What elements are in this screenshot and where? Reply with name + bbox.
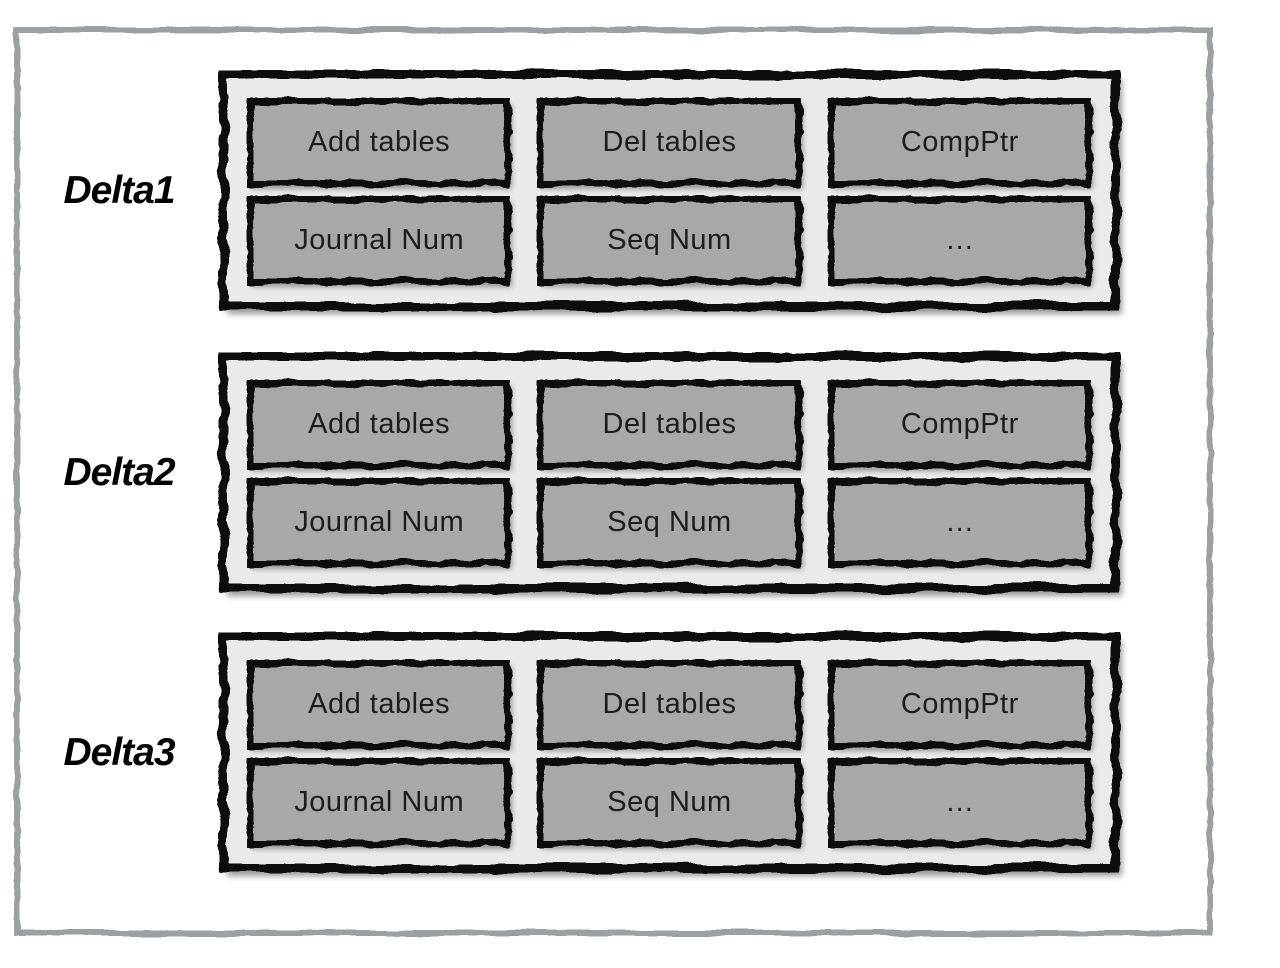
box-label: Del tables	[602, 688, 737, 720]
box-label: Add tables	[308, 408, 451, 440]
box-del-tables: Del tables	[539, 100, 800, 185]
box-compptr: CompPtr	[829, 382, 1090, 467]
box-label: Del tables	[602, 126, 737, 158]
box-label: Add tables	[308, 688, 451, 720]
box-compptr: CompPtr	[829, 100, 1090, 185]
box-label: Seq Num	[607, 506, 732, 538]
delta3-section: Delta3 Add tables Del tables CompPtr Jou…	[0, 635, 1280, 870]
box-label: …	[945, 224, 975, 256]
box-label: Journal Num	[294, 786, 465, 818]
panel-label-delta3: Delta3	[63, 730, 175, 774]
box-compptr: CompPtr	[829, 662, 1090, 747]
box-label: Add tables	[308, 126, 451, 158]
box-label: Seq Num	[607, 224, 732, 256]
box-ellipsis: …	[829, 760, 1090, 845]
delta2-section: Delta2 Add tables Del tables CompPtr Jou…	[0, 355, 1280, 590]
box-del-tables: Del tables	[539, 662, 800, 747]
panel-label-delta1: Delta1	[63, 168, 175, 212]
box-label: CompPtr	[900, 126, 1019, 158]
box-label: CompPtr	[900, 688, 1019, 720]
box-journal-num: Journal Num	[249, 198, 510, 283]
box-add-tables: Add tables	[249, 382, 510, 467]
box-label: …	[945, 506, 975, 538]
delta2-panel: Add tables Del tables CompPtr Journal Nu…	[222, 355, 1117, 590]
box-journal-num: Journal Num	[249, 760, 510, 845]
box-label: Journal Num	[294, 224, 465, 256]
delta1-panel: Add tables Del tables CompPtr Journal Nu…	[222, 73, 1117, 308]
box-ellipsis: …	[829, 198, 1090, 283]
box-label: Seq Num	[607, 786, 732, 818]
box-label: Journal Num	[294, 506, 465, 538]
panel-label-delta2: Delta2	[63, 450, 175, 494]
box-add-tables: Add tables	[249, 100, 510, 185]
box-journal-num: Journal Num	[249, 480, 510, 565]
box-seq-num: Seq Num	[539, 760, 800, 845]
box-label: …	[945, 786, 975, 818]
box-seq-num: Seq Num	[539, 198, 800, 283]
box-seq-num: Seq Num	[539, 480, 800, 565]
box-label: CompPtr	[900, 408, 1019, 440]
box-label: Del tables	[602, 408, 737, 440]
box-add-tables: Add tables	[249, 662, 510, 747]
delta3-panel: Add tables Del tables CompPtr Journal Nu…	[222, 635, 1117, 870]
delta1-section: Delta1 Add tables Del tables CompPtr Jou…	[0, 73, 1280, 308]
box-ellipsis: …	[829, 480, 1090, 565]
box-del-tables: Del tables	[539, 382, 800, 467]
